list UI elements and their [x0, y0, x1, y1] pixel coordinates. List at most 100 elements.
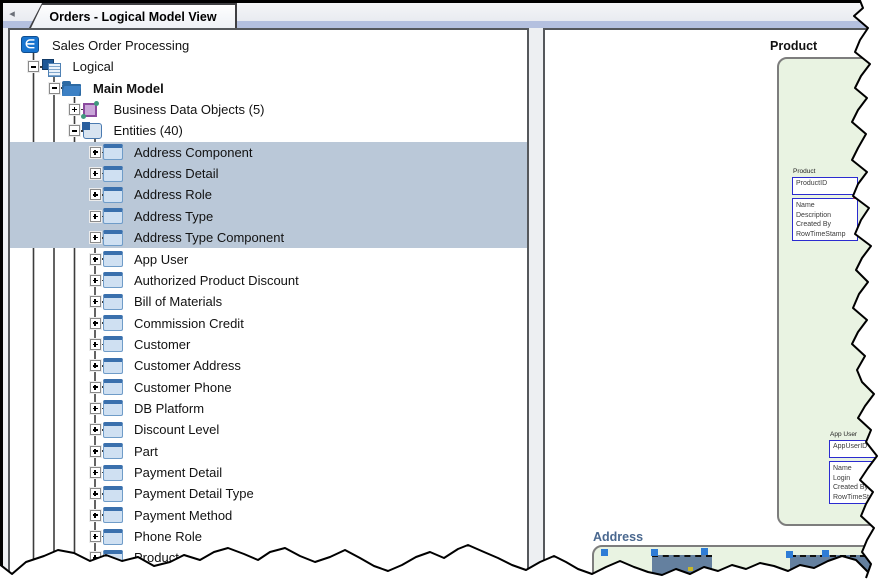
expander-icon[interactable]: [89, 509, 101, 521]
expander-icon[interactable]: [89, 232, 101, 244]
tree-node-label: Business Data Objects (5): [113, 102, 265, 118]
entity-icon: [103, 421, 123, 438]
selection-handle[interactable]: [651, 549, 658, 556]
expander-icon[interactable]: [89, 146, 101, 158]
expander-icon[interactable]: [89, 338, 101, 350]
model-icon: [21, 36, 39, 53]
expander-icon[interactable]: [89, 488, 101, 500]
model-explorer-tree: Sales Order Processing Logical Main Mode…: [10, 30, 527, 577]
expander-icon[interactable]: [89, 317, 101, 329]
tree-node-main-model[interactable]: Main Model: [10, 78, 527, 99]
tree-node-label: Address Type: [134, 208, 214, 224]
relationship-line[interactable]: [853, 197, 871, 199]
tree-node-payment-detail[interactable]: Payment Detail: [10, 462, 527, 483]
expander-icon[interactable]: [89, 210, 101, 222]
expander-icon[interactable]: [89, 445, 101, 457]
entity-icon: [103, 379, 123, 396]
expander-icon[interactable]: [89, 467, 101, 478]
entity-icon: [103, 144, 123, 161]
tree-node-logical[interactable]: Logical: [10, 56, 527, 77]
tree-node-business-data-objects-5-[interactable]: Business Data Objects (5): [10, 99, 527, 120]
tree-node-commission-credit[interactable]: Commission Credit: [10, 313, 527, 334]
app-user-entity-pk: AppUserID: [829, 440, 881, 458]
expander-icon[interactable]: [89, 360, 101, 372]
selection-handle[interactable]: [786, 551, 793, 558]
tree-node-label: Payment Method: [134, 507, 233, 523]
expander-icon[interactable]: [89, 531, 101, 543]
entity-icon: [103, 315, 123, 332]
window-border-top: [0, 0, 860, 3]
scroll-tabs-left-icon[interactable]: ◂: [9, 8, 15, 20]
tree-node-customer[interactable]: Customer: [10, 334, 527, 355]
expander-icon[interactable]: [89, 296, 101, 308]
entity-icon: [103, 443, 123, 460]
tab-strip-band: [2, 21, 885, 28]
tree-node-payment-detail-type[interactable]: Payment Detail Type: [10, 483, 527, 504]
tree-node-label: Address Detail: [134, 166, 219, 182]
entity-icon: [103, 400, 123, 417]
tree-node-phone-role[interactable]: Phone Role: [10, 526, 527, 547]
tree-node-db-platform[interactable]: DB Platform: [10, 398, 527, 419]
expander-icon[interactable]: [89, 274, 101, 286]
entities-icon: [81, 121, 102, 139]
tree-node-address-component[interactable]: Address Component: [10, 141, 527, 164]
selection-handle[interactable]: [822, 550, 829, 557]
expander-icon[interactable]: [89, 552, 101, 564]
panel-splitter[interactable]: [529, 28, 543, 579]
tree-node-label: Logical: [72, 59, 114, 75]
folder-icon: [62, 80, 81, 96]
tree-node-discount-level[interactable]: Discount Level: [10, 419, 527, 440]
cut-entity-fragment: [790, 555, 883, 577]
expander-icon[interactable]: [89, 381, 101, 393]
tree-node-customer-address[interactable]: Customer Address: [10, 355, 527, 376]
entity-icon: [103, 208, 123, 225]
tree-node-label: DB Platform: [134, 400, 205, 416]
selection-handle[interactable]: [701, 548, 708, 555]
tree-node-bill-of-materials[interactable]: Bill of Materials: [10, 291, 527, 312]
tree-node-customer-phone[interactable]: Customer Phone: [10, 377, 527, 398]
tree-node-entities-40-[interactable]: Entities (40): [10, 120, 527, 141]
tree-node-product[interactable]: Product: [10, 547, 527, 568]
expander-icon[interactable]: [69, 125, 80, 137]
model-explorer-panel: Sales Order Processing Logical Main Mode…: [8, 28, 529, 579]
entity-icon: [103, 336, 123, 353]
tree-node-label: Customer Address: [134, 358, 241, 374]
entity-icon: [103, 507, 123, 524]
tree-node-sales-order-processing[interactable]: Sales Order Processing: [10, 35, 527, 56]
tree-node-label: Discount Level: [134, 422, 220, 438]
tree-node-label: Commission Credit: [134, 315, 244, 331]
tree-node-part[interactable]: Part: [10, 441, 527, 462]
expander-icon[interactable]: [89, 253, 101, 265]
product-entity-title: Product: [793, 168, 816, 175]
expander-icon[interactable]: [69, 104, 80, 116]
entity-icon: [103, 464, 123, 481]
cut-entity-fragment: [688, 567, 693, 571]
tree-node-address-detail[interactable]: Address Detail: [10, 163, 527, 185]
entity-icon: [103, 186, 123, 203]
expander-icon[interactable]: [89, 424, 101, 436]
tree-node-authorized-product-discount[interactable]: Authorized Product Discount: [10, 270, 527, 291]
expander-icon[interactable]: [89, 189, 101, 201]
tree-node-address-type[interactable]: Address Type: [10, 205, 527, 228]
tree-node-label: Sales Order Processing: [52, 38, 190, 53]
expander-icon[interactable]: [48, 82, 60, 94]
tree-node-address-role[interactable]: Address Role: [10, 184, 527, 206]
tree-node-address-type-component[interactable]: Address Type Component: [10, 227, 527, 249]
expander-icon[interactable]: [89, 168, 101, 180]
entity-icon: [103, 293, 123, 310]
tab-orders-logical-model-view[interactable]: Orders - Logical Model View: [29, 3, 237, 28]
tree-node-label: Product: [134, 550, 179, 566]
entity-icon: [103, 251, 123, 267]
tree-node-label: Address Type Component: [134, 230, 285, 246]
expander-icon[interactable]: [28, 61, 39, 73]
tree-node-payment-method[interactable]: Payment Method: [10, 505, 527, 526]
tree-node-app-user[interactable]: App User: [10, 249, 527, 270]
expander-icon[interactable]: [89, 402, 101, 414]
selection-handle[interactable]: [601, 549, 608, 556]
tree-node-label: Phone Role: [134, 529, 202, 545]
